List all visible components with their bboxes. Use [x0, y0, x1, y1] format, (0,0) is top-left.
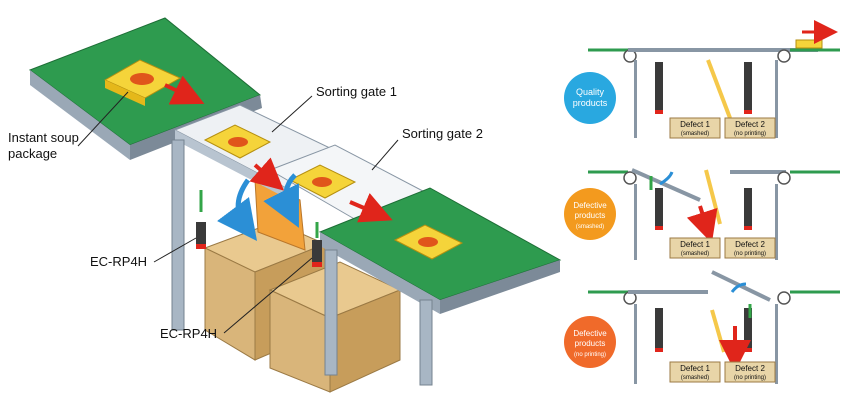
- svg-text:(smashed): (smashed): [681, 251, 709, 257]
- svg-text:Defective: Defective: [573, 201, 607, 210]
- svg-text:(no printing): (no printing): [734, 251, 766, 257]
- sensor-ec-rp4h-2: [312, 222, 322, 267]
- reject-arrow: [686, 205, 718, 244]
- soup-package-2: [203, 124, 272, 159]
- panel-quality: Defect 1 (smashed) Defect 2 (no printing…: [564, 20, 840, 139]
- badge-defect-no-printing: [564, 316, 616, 368]
- callout-line-package: [77, 91, 129, 147]
- panel-defect-smashed: Defect 1 (smashed) Defect 2 (no printing…: [564, 168, 840, 260]
- svg-text:products: products: [575, 211, 606, 220]
- callout-line-sensor1: [153, 237, 197, 263]
- label-sensor-1: EC-RP4H: [90, 254, 147, 269]
- svg-text:(smashed): (smashed): [576, 224, 604, 230]
- svg-text:(no printing): (no printing): [574, 352, 606, 358]
- svg-text:(no printing): (no printing): [734, 131, 766, 137]
- callout-line-gate1: [271, 95, 313, 133]
- label-instant-soup: Instant soup: [8, 130, 79, 145]
- sensor-ec-rp4h-1: [196, 190, 206, 249]
- soup-package-3: [288, 164, 357, 199]
- label-sensor-2: EC-RP4H: [160, 326, 217, 341]
- label-package: package: [8, 146, 57, 161]
- callout-line-sensor2: [223, 257, 313, 334]
- label-sorting-gate-2: Sorting gate 2: [402, 126, 483, 141]
- svg-text:(smashed): (smashed): [681, 375, 709, 381]
- svg-text:Defect 1: Defect 1: [680, 240, 710, 249]
- svg-text:Quality: Quality: [576, 87, 605, 97]
- label-sorting-gate-1: Sorting gate 1: [316, 84, 397, 99]
- conveyor-scene: Sorting gate 1 Sorting gate 2 Instant so…: [8, 17, 562, 393]
- svg-text:Defect 2: Defect 2: [735, 120, 765, 129]
- svg-text:Defect 1: Defect 1: [680, 120, 710, 129]
- svg-text:Defect 2: Defect 2: [735, 364, 765, 373]
- flow-arrow-1: [164, 75, 205, 105]
- svg-text:Defect 1: Defect 1: [680, 364, 710, 373]
- soup-package-4: [393, 224, 464, 260]
- flow-arrow-3: [349, 192, 393, 223]
- callout-line-gate2: [371, 139, 399, 171]
- svg-text:products: products: [573, 98, 608, 108]
- badge-quality: [564, 72, 616, 124]
- frame-legs: [171, 139, 433, 386]
- svg-text:(smashed): (smashed): [681, 131, 709, 137]
- flow-arrow-2: [249, 157, 284, 191]
- svg-text:Defect 2: Defect 2: [735, 240, 765, 249]
- badge-defect-smashed: [564, 188, 616, 240]
- panel-defect-no-printing: Defect 1 (smashed) Defect 2 (no printing…: [564, 270, 840, 384]
- panel-stack: Defect 1 (smashed) Defect 2 (no printing…: [564, 20, 840, 384]
- gate2-swing-arrow: [263, 173, 299, 228]
- svg-text:(no printing): (no printing): [734, 375, 766, 381]
- svg-text:Defective: Defective: [573, 329, 607, 338]
- gate1-swing-arrow: [217, 178, 257, 242]
- svg-text:products: products: [575, 339, 606, 348]
